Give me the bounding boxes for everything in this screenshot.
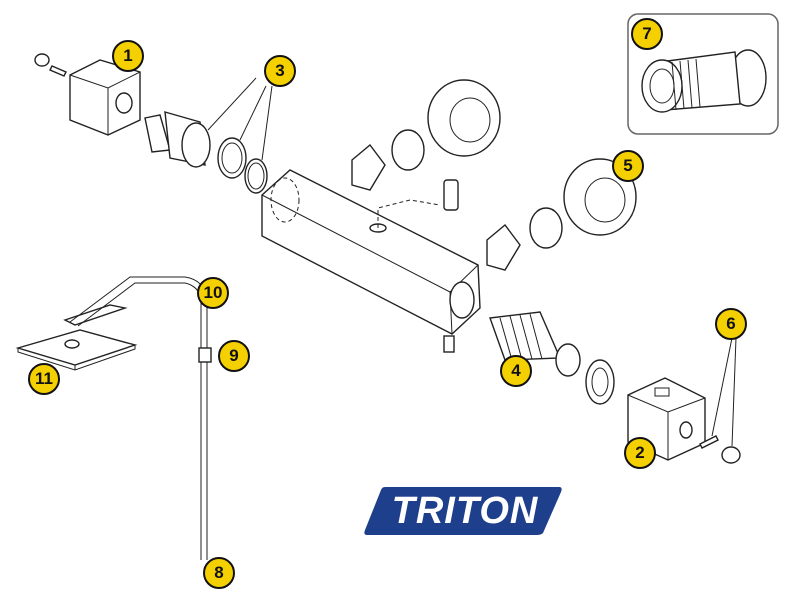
callout-5[interactable]: 5	[612, 150, 644, 182]
part-6-screw-and-plug[interactable]	[699, 337, 741, 464]
part-5-lower-fitting[interactable]	[486, 158, 637, 271]
shower-riser-and-head[interactable]	[15, 276, 212, 560]
part-4-thermostatic-cartridge[interactable]	[489, 311, 615, 405]
part-5-upper-fitting[interactable]	[351, 79, 501, 191]
callout-11[interactable]: 11	[28, 363, 60, 395]
callout-4[interactable]: 4	[500, 355, 532, 387]
callout-8[interactable]: 8	[203, 557, 235, 589]
callout-1[interactable]: 1	[112, 40, 144, 72]
triton-logo-text: TRITON	[391, 490, 539, 532]
callout-10[interactable]: 10	[197, 277, 229, 309]
valve-body[interactable]	[261, 169, 481, 353]
callout-3[interactable]: 3	[264, 55, 296, 87]
callout-9[interactable]: 9	[218, 340, 250, 372]
triton-logo-badge	[364, 487, 562, 535]
part-7-threaded-adapter[interactable]	[641, 49, 767, 113]
callout-2[interactable]: 2	[624, 437, 656, 469]
part-1-cap[interactable]	[34, 53, 141, 136]
part-3-cartridge-and-o-rings[interactable]	[144, 77, 273, 194]
callout-6[interactable]: 6	[715, 308, 747, 340]
callout-7[interactable]: 7	[631, 18, 663, 50]
